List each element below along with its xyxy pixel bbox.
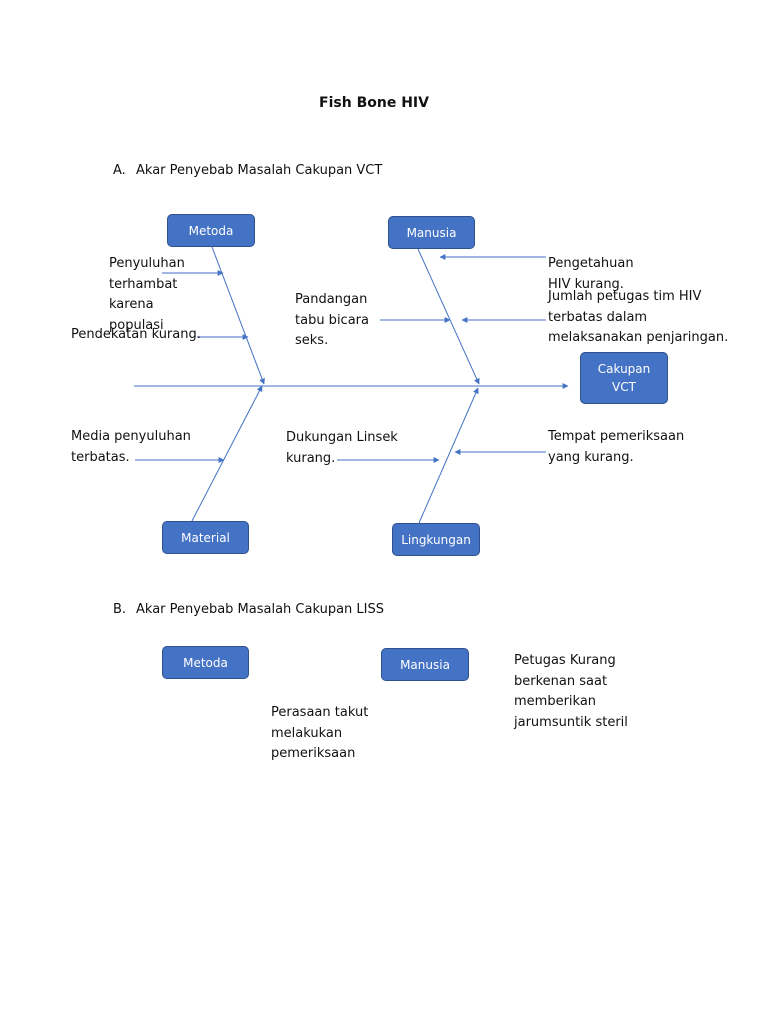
section-b-heading: B. Akar Penyebab Masalah Cakupan LISS: [113, 602, 384, 617]
cause-penyuluhan: Penyuluhan terhambat karena populasi: [109, 256, 185, 333]
bone-manusia: [417, 248, 480, 385]
section-b-heading-text: Akar Penyebab Masalah Cakupan LISS: [136, 602, 384, 617]
node-effect-cakupan-vct: Cakupan VCT: [580, 352, 668, 404]
section-a-heading: A. Akar Penyebab Masalah Cakupan VCT: [113, 163, 382, 178]
bone-material: [191, 385, 263, 522]
cause-pengetahuan: Pengetahuan HIV kurang.: [548, 256, 634, 292]
node-manusia: Manusia: [388, 216, 475, 249]
page-title: Fish Bone HIV: [319, 95, 429, 111]
node-metoda: Metoda: [167, 214, 255, 247]
cause-b-perasaan: Perasaan takut melakukan pemeriksaan: [271, 705, 369, 761]
cause-pendekatan: Pendekatan kurang.: [71, 327, 201, 342]
node-b-metoda: Metoda: [162, 646, 249, 679]
node-material: Material: [162, 521, 249, 554]
section-a-letter: A.: [113, 163, 126, 178]
cause-pandangan: Pandangan tabu bicara seks.: [295, 292, 369, 348]
cause-media: Media penyuluhan terbatas.: [71, 429, 191, 465]
cause-b-petugas: Petugas Kurang berkenan saat memberikan …: [514, 653, 628, 730]
node-b-manusia: Manusia: [381, 648, 469, 681]
section-a-heading-text: Akar Penyebab Masalah Cakupan VCT: [136, 163, 383, 178]
bone-lingkungan: [418, 387, 479, 524]
node-lingkungan: Lingkungan: [392, 523, 480, 556]
cause-dukungan: Dukungan Linsek kurang.: [286, 430, 398, 466]
cause-tempat: Tempat pemeriksaan yang kurang.: [548, 429, 685, 465]
bone-metoda: [211, 246, 265, 385]
cause-jumlah-petugas: Jumlah petugas tim HIV terbatas dalam me…: [548, 289, 729, 345]
section-b-letter: B.: [113, 602, 127, 617]
